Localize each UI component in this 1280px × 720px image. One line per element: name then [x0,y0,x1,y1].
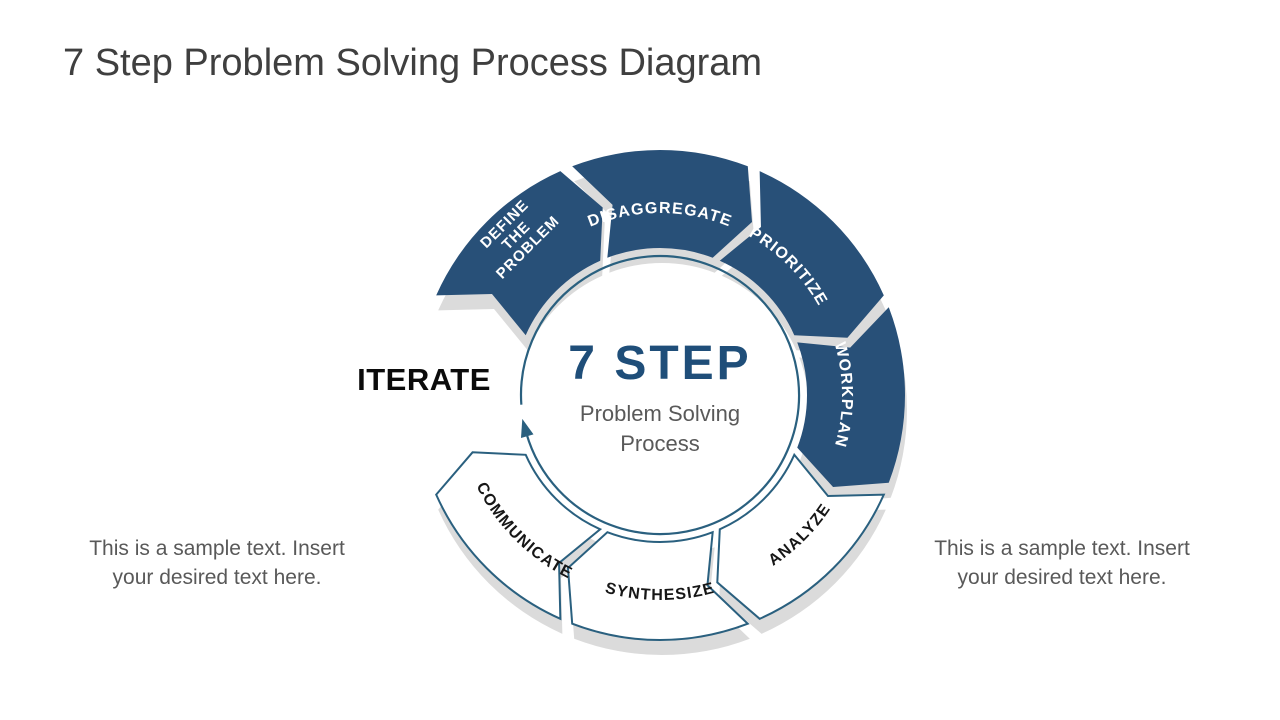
center-subheading-line2: Process [620,430,700,456]
right-sample-text: This is a sample text. Insert your desir… [934,537,1190,589]
segment-synthesize [566,530,750,642]
segment-define-the-problem [436,171,603,336]
segment-communicate [435,451,603,621]
center-subheading: Problem Solving Process [510,399,810,458]
slide-title: 7 Step Problem Solving Process Diagram [63,42,763,84]
center-heading: 7 STEP [568,337,752,390]
center-subheading-line1: Problem Solving [579,401,741,426]
iterate-label: ITERATE [357,362,491,397]
segment-prioritize [719,171,884,338]
center-caption: 7 STEP Problem Solving Process [510,336,810,458]
segment-disaggregate [572,149,753,258]
iterate-ring [519,254,801,536]
segment-analyze [716,452,886,620]
left-sample-text: This is a sample text. Insert your desir… [89,537,345,589]
iterate-arrow-icon [521,418,534,438]
segment-workplan [797,307,906,488]
